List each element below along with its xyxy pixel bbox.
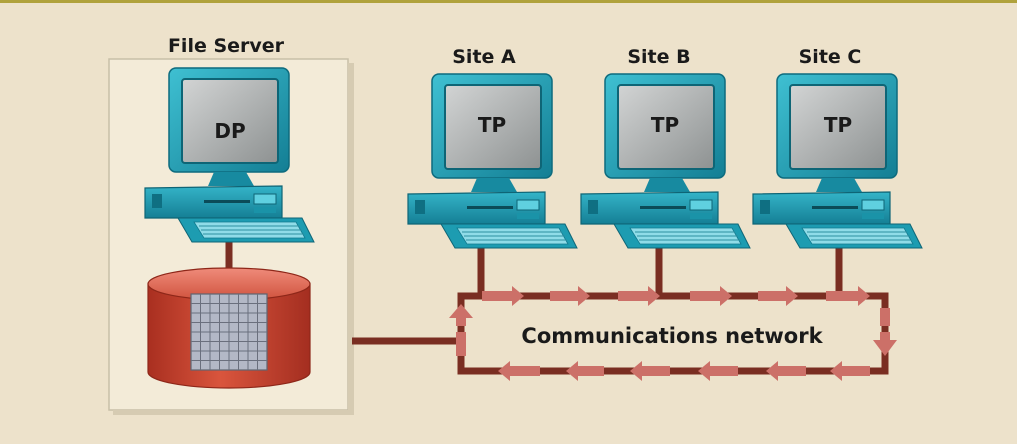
arrow-icon xyxy=(758,286,798,306)
site-c-title: Site C xyxy=(799,46,862,68)
panel-shadow-bottom xyxy=(113,410,354,415)
site-a-processor-label: TP xyxy=(478,113,506,137)
site-a-title: Site A xyxy=(452,46,516,68)
site-c-computer-icon xyxy=(752,73,923,249)
arrow-icon xyxy=(482,286,524,306)
site-b-computer-icon xyxy=(580,73,751,249)
site-b-title: Site B xyxy=(627,46,690,68)
site-b-processor-label: TP xyxy=(651,113,679,137)
arrow-icon xyxy=(698,361,738,381)
arrow-icon xyxy=(456,332,466,356)
arrow-icon xyxy=(630,361,670,381)
arrow-icon xyxy=(826,286,870,306)
server-title: File Server xyxy=(168,35,285,57)
database-icon xyxy=(147,267,311,389)
site-a-computer-icon xyxy=(407,73,578,249)
arrow-icon xyxy=(880,308,890,326)
top-border xyxy=(0,0,1017,3)
site-c-processor-label: TP xyxy=(824,113,852,137)
panel-shadow xyxy=(348,63,354,414)
arrow-icon xyxy=(498,361,540,381)
arrow-icon xyxy=(830,361,870,381)
network-label: Communications network xyxy=(521,324,823,348)
flow-arrows xyxy=(449,286,897,381)
arrow-icon xyxy=(690,286,732,306)
server-processor-label: DP xyxy=(214,119,245,143)
arrow-icon xyxy=(550,286,590,306)
arrow-icon xyxy=(566,361,604,381)
arrow-icon xyxy=(449,304,473,326)
arrow-icon xyxy=(873,332,897,356)
arrow-icon xyxy=(618,286,660,306)
arrow-icon xyxy=(766,361,806,381)
